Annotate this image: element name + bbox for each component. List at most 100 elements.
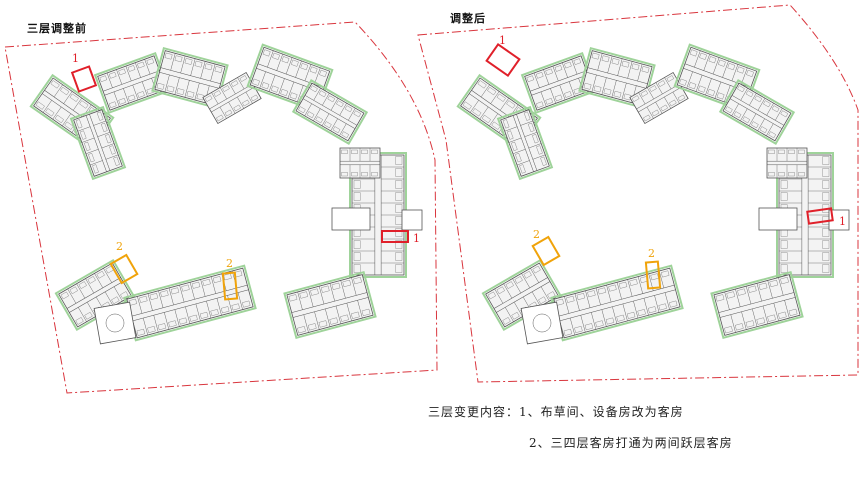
- plan-before-wing-s-bath-top: [181, 284, 190, 292]
- plan-after-wing-se-div-bot: [784, 300, 790, 319]
- plan-after-wing-n1-bath-bot: [545, 98, 553, 105]
- plan-before-wing-n3-div-bot: [245, 91, 253, 104]
- plan-before-block-east-top-bath-top: [361, 149, 368, 154]
- plan-before-block-east-bath-bot: [353, 252, 361, 261]
- plan-before-wing-n1-bath-top: [146, 58, 155, 65]
- plan-before-wing-se-edge: [283, 270, 377, 340]
- plan-before-wing-s-bath-bot: [136, 328, 146, 336]
- plan-before-wing-e-div-bot: [313, 108, 321, 121]
- plan-after-wing-sw-bath-top: [505, 281, 514, 289]
- plan-after-wing-sw-div-top: [494, 288, 504, 304]
- plan-before-wing-e-bath-bot: [298, 106, 306, 114]
- site-boundary-before: [4, 21, 438, 394]
- highlight-red-before-right: [381, 230, 409, 243]
- plan-before-wing-w-bath-bot: [88, 153, 95, 163]
- plan-before-wing-sw-div-top: [67, 288, 77, 304]
- plan-after-wing-w-bath-top: [532, 134, 539, 144]
- plan-after-wing-sw-div-bot: [531, 291, 541, 307]
- plan-after-wing-w-div-bot: [516, 160, 530, 166]
- plan-after-wing-s-bath-bot: [563, 328, 573, 336]
- marker-red-before-top: 1: [72, 52, 79, 65]
- highlight-orange-before-mid: [221, 271, 239, 301]
- plan-after-wing-se-div-bot: [762, 305, 769, 324]
- plan-after-wing-n3-bath-bot: [651, 109, 660, 117]
- plan-before-wing-se-div-bot: [357, 300, 363, 319]
- plan-before-wing-ne-div-top: [295, 60, 302, 78]
- plan-before-wing-n3-bath-bot: [216, 114, 224, 122]
- plan-before-wing-n3-bath-bot: [242, 99, 250, 107]
- plan-after-wing-n1-div-bot: [559, 84, 566, 100]
- plan-after-wing-sw-div-bot: [540, 286, 550, 302]
- plan-before-wing-n1-bath-bot: [137, 91, 145, 98]
- marker-red-after-top: 1: [499, 34, 506, 47]
- plan-before-block-east-bath-top: [395, 228, 403, 237]
- plan-before-wing-se-bath-bot: [340, 314, 349, 322]
- plan-before-wing-n2-div-top: [180, 55, 186, 74]
- plan-before-wing-sw-bath-bot: [84, 311, 93, 320]
- plan-after-wing-se-div-bot: [741, 311, 747, 330]
- plan-after-wing-s-div-bot: [654, 295, 660, 313]
- plan-after-wing-s-div-top: [606, 285, 612, 303]
- plan-before-wing-s-div-top: [147, 293, 153, 311]
- plan-after-wing-sw-div-bot: [514, 302, 523, 317]
- plan-before-wing-s-div-bot: [216, 298, 222, 316]
- plan-after-wing-n3-div-bot: [655, 101, 663, 114]
- plan-after-wing-se-bath-bot: [745, 320, 755, 328]
- plan-after-wing-w-div-top: [520, 120, 534, 126]
- plan-after-wing-nw-bath-top: [506, 100, 516, 109]
- plan-after-wing-se-div-bot: [773, 303, 779, 322]
- plan-before-wing-n2-div-top: [200, 61, 206, 79]
- plan-after-wing-ne-bath-top: [708, 56, 717, 64]
- plan-before-wing-e-div-top: [330, 98, 339, 111]
- plan-after-wing-n2-div-bot: [591, 74, 597, 93]
- plan-before-wing-w-corridor-a: [89, 114, 111, 171]
- plan-before-wing-n2-bath-bot: [166, 85, 175, 93]
- plan-before-wing-n1-div-top: [135, 62, 141, 78]
- plan-after-wing-e-div-bot: [740, 108, 748, 121]
- plan-before-wing-ne-bath-top: [300, 63, 309, 71]
- plan-before-wing-n3-div-bot: [228, 101, 236, 114]
- plan-after-wing-s-div-top: [659, 270, 664, 289]
- plan-after-wing-n3-bath-top: [640, 90, 649, 97]
- plan-after-wing-s-div-bot: [612, 306, 618, 324]
- plan-before-wing-n1-bath-top: [127, 65, 136, 72]
- plan-before-wing-s-bath-bot: [189, 314, 198, 322]
- plan-after-wing-e-bath-bot: [725, 106, 733, 114]
- plan-after-wing-ne-div-bot: [686, 71, 693, 89]
- plan-after-wing-n1-div-top: [562, 62, 568, 78]
- plan-after-wing-s-bath-top: [618, 281, 628, 289]
- plan-after-wing-sw: [481, 258, 563, 332]
- plan-after-wing-w-corridor-b: [512, 115, 534, 172]
- plan-after-wing-w-div-bot: [512, 149, 526, 154]
- plan-before-wing-s-corridor-a: [131, 284, 248, 317]
- plan-before-wing-n1-bath-top: [108, 72, 117, 79]
- plan-after-wing-e-div-top: [749, 93, 757, 106]
- plan-before-wing-se-bath-top: [299, 291, 309, 299]
- plan-after-wing-s-div-top: [564, 296, 570, 314]
- plan-before-wing-s-bath-bot: [157, 323, 167, 331]
- plan-before-block-east-bath-top: [395, 264, 403, 273]
- plan-before-wing-sw-bath-top: [87, 276, 96, 284]
- plan-before-wing-sw-bath-bot: [111, 296, 120, 305]
- plan-after-wing-n3-bath-bot: [669, 99, 677, 107]
- plan-before-wing-s-div-top: [137, 296, 143, 314]
- plan-after-wing-s-div-bot: [591, 312, 597, 330]
- plan-after-lobby: [520, 301, 564, 345]
- plan-after-wing-e-bath-top: [745, 90, 754, 98]
- plan-after-wing-s-div-bot: [601, 309, 607, 327]
- plan-before-wing-s-bath-bot: [210, 309, 219, 316]
- plan-after-block-east-bath-bot: [780, 264, 788, 273]
- marker-red-before-right: 1: [413, 232, 420, 245]
- plan-before-wing-sw-div-bot: [78, 307, 87, 322]
- plan-after-wing-n1-bath-bot: [536, 101, 544, 108]
- plan-before-wing-ne-bath-bot: [289, 92, 298, 100]
- plan-after-wing-sw-bath-top: [487, 291, 496, 300]
- plan-before-wing-n2-bath-top: [214, 66, 223, 73]
- plan-before-wing-nw-bath-bot: [45, 108, 55, 117]
- plan-after-wing-s-bath-top: [608, 284, 617, 292]
- plan-after-wing-n2-div-bot: [601, 77, 607, 95]
- plan-after-wing-w-div-bot: [508, 137, 522, 143]
- plan-after-wing-n3-div-bot: [672, 91, 680, 104]
- plan-after-wing-ne-bath-top: [736, 66, 745, 74]
- plan-after-wing-n3-bath-bot: [660, 104, 668, 112]
